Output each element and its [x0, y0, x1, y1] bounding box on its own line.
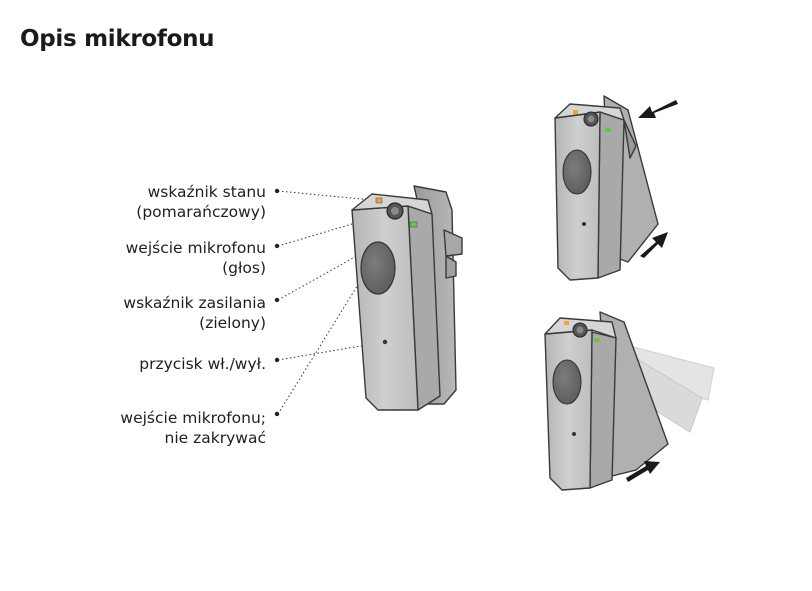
- main-microphone-device: [351, 185, 463, 411]
- status-led-indicator: [564, 321, 569, 325]
- power-button-dot: [382, 339, 388, 345]
- label-power-indicator: wskaźnik zasilania (zielony): [123, 294, 266, 332]
- power-led-indicator: [605, 128, 611, 132]
- mic-front-grille: [552, 359, 582, 405]
- label-power-button: przycisk wł./wył.: [139, 355, 266, 373]
- power-button-dot: [582, 222, 586, 226]
- status-led-indicator: [573, 110, 578, 114]
- clip-opening-device: [544, 311, 669, 491]
- label-status-indicator: wskaźnik stanu (pomarańczowy): [136, 183, 266, 221]
- label-mic-input-do-not-cover: wejście mikrofonu; nie zakrywać: [120, 409, 266, 447]
- arrow-icon: [626, 461, 660, 482]
- power-led-indicator: [594, 338, 600, 342]
- mic-front-grille: [562, 149, 592, 195]
- clip-closing-device: [554, 95, 659, 281]
- mic-front-grille: [360, 241, 396, 295]
- power-led-indicator: [409, 221, 418, 228]
- label-mic-input-voice: wejście mikrofonu (głos): [125, 239, 266, 277]
- status-led-indicator: [375, 197, 383, 204]
- power-button-dot: [572, 432, 576, 436]
- arrow-icon: [638, 100, 678, 258]
- leader-dots: [274, 188, 280, 417]
- page-title: Opis mikrofonu: [20, 26, 215, 52]
